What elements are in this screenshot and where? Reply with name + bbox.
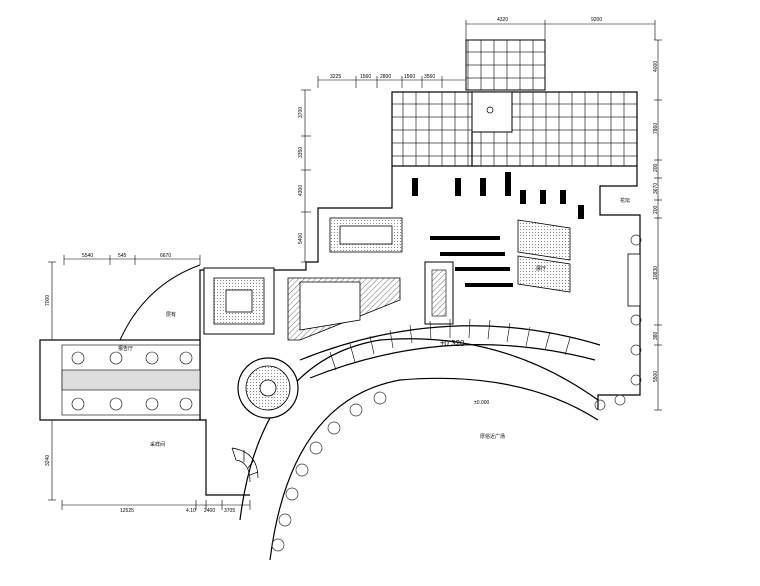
top-tower-grid (465, 39, 546, 91)
dim-right-5: 200 (653, 205, 659, 214)
dim-top-mid-1: 3225 (330, 74, 341, 80)
dim-right-1: 4000 (653, 61, 659, 72)
dim-bottom-3: 2400 (204, 508, 215, 514)
dim-right-6: 10830 (653, 266, 659, 280)
dim-top-left-1: 5540 (82, 253, 93, 259)
dim-left-low-1: 7000 (45, 295, 51, 306)
upper-grid-hall (391, 91, 638, 167)
left-lecture-block: 报告厅 采样间 (39, 339, 201, 448)
left-room: 采样间 (150, 441, 165, 448)
dim-top-left-2: 545 (118, 253, 127, 259)
left-curved-wall (119, 264, 201, 341)
central-stair-area (287, 261, 454, 341)
rotunda (237, 357, 299, 419)
dim-right-7: 380 (653, 331, 659, 340)
dim-left-3: 4300 (298, 185, 304, 196)
dim-top-right-1: 4320 (497, 17, 508, 23)
curved-arcade (239, 325, 601, 561)
left-square-room: 层有 (166, 267, 275, 335)
arcade-ribs (329, 318, 571, 371)
elevation-000: ±0.000 (474, 400, 489, 406)
right-display-panels: 展厅 (517, 219, 571, 293)
dim-right-2: 7860 (653, 123, 659, 134)
dim-right-8: 5500 (653, 371, 659, 382)
right-dimensions (654, 39, 662, 411)
north-note-2: 花坛 (620, 197, 630, 204)
dim-top-right-2: 9200 (591, 17, 602, 23)
dim-left-2: 3350 (298, 147, 304, 158)
dim-top-mid-4: 1560 (404, 74, 415, 80)
dim-top-mid-3: 2800 (380, 74, 391, 80)
upper-left-room (329, 217, 403, 253)
dim-right-3: 200 (653, 163, 659, 172)
dim-bottom-4: 3705 (224, 508, 235, 514)
top-dimensions (63, 20, 656, 265)
north-note-1: 层有 (166, 311, 176, 318)
dim-bottom-2: 4.10 (186, 508, 196, 514)
hall-label: 展厅 (536, 266, 546, 272)
left-room-label: 报告厅 (118, 345, 133, 352)
plaza-label: 厚俗近广场 (480, 433, 505, 440)
dim-top-mid-2: 1560 (360, 74, 371, 80)
dim-left-1: 3700 (298, 107, 304, 118)
dim-right-4: 3670 (653, 183, 659, 194)
dim-left-low-3: 3240 (45, 455, 51, 466)
shelving-area (412, 172, 584, 287)
elevation-320: ±0.320 (440, 339, 465, 348)
dim-left-4: 5400 (298, 233, 304, 244)
dim-bottom-1: 12525 (120, 508, 134, 514)
dim-top-left-3: 6670 (160, 253, 171, 259)
plaza-trees (271, 234, 642, 552)
right-window-bay (627, 253, 641, 307)
spiral-stair (231, 447, 259, 483)
dim-top-mid-5: 3560 (424, 74, 435, 80)
